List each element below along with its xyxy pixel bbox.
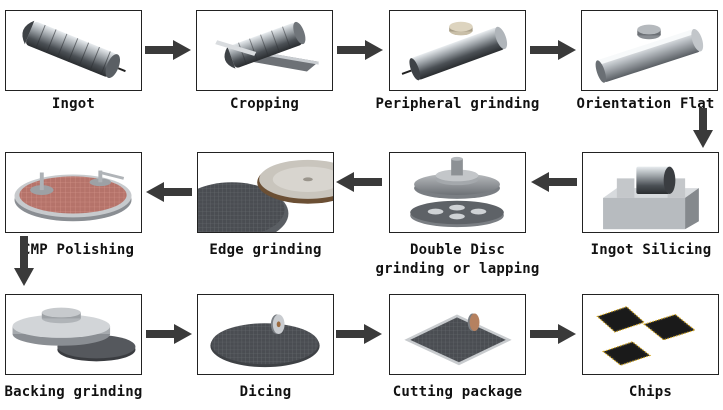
ingot-slicing-illustration [603,166,699,230]
label-double-disc-line1: Double Disc [410,242,505,258]
cutting-package-illustration [404,313,512,366]
chips-illustration [596,306,697,366]
arrow-right-5 [336,324,382,344]
label-double-disc-line2: grinding or lapping [375,261,540,277]
ingot-illustration [22,20,126,79]
frame-peripheral-grinding [389,10,526,91]
frame-cutting-package [389,294,526,375]
frame-double-disc [389,152,526,233]
double-disc-illustration [410,156,504,228]
label-orientation-flat: Orientation Flat [576,96,715,112]
label-ingot-slicing: Ingot Silicing [590,242,712,258]
frame-dicing [197,294,334,375]
frame-edge-grinding [197,152,334,233]
arrow-left-1 [146,182,192,202]
label-dicing: Dicing [239,384,292,400]
arrow-down-1 [693,108,713,148]
frame-chips [582,294,719,375]
orientation-flat-illustration [595,24,704,83]
label-ingot: Ingot [51,96,96,112]
edge-grinding-illustration [198,159,333,232]
frame-cmp-polishing [5,152,142,233]
label-peripheral-grinding: Peripheral grinding [375,96,540,112]
peripheral-grinding-illustration [401,21,508,81]
label-edge-grinding: Edge grinding [209,242,322,258]
arrow-right-1 [145,40,191,60]
cropping-illustration [215,21,319,72]
label-chips: Chips [628,384,673,400]
cmp-polishing-illustration [14,170,132,222]
label-cutting-package: Cutting package [392,384,523,400]
frame-backing-grinding [5,294,142,375]
arrow-left-2 [336,172,382,192]
arrow-down-2 [14,236,34,286]
arrow-right-2 [337,40,383,60]
arrow-right-4 [146,324,192,344]
dicing-illustration [210,314,320,368]
frame-ingot [5,10,142,91]
backing-grinding-illustration [12,307,136,362]
frame-ingot-slicing [582,152,719,233]
frame-orientation-flat [581,10,718,91]
arrow-left-3 [531,172,577,192]
arrow-right-6 [530,324,576,344]
label-backing-grinding: Backing grinding [4,384,143,400]
label-cropping: Cropping [229,96,300,112]
arrow-right-3 [530,40,576,60]
label-cmp-polishing: CMP Polishing [22,242,135,258]
frame-cropping [196,10,333,91]
